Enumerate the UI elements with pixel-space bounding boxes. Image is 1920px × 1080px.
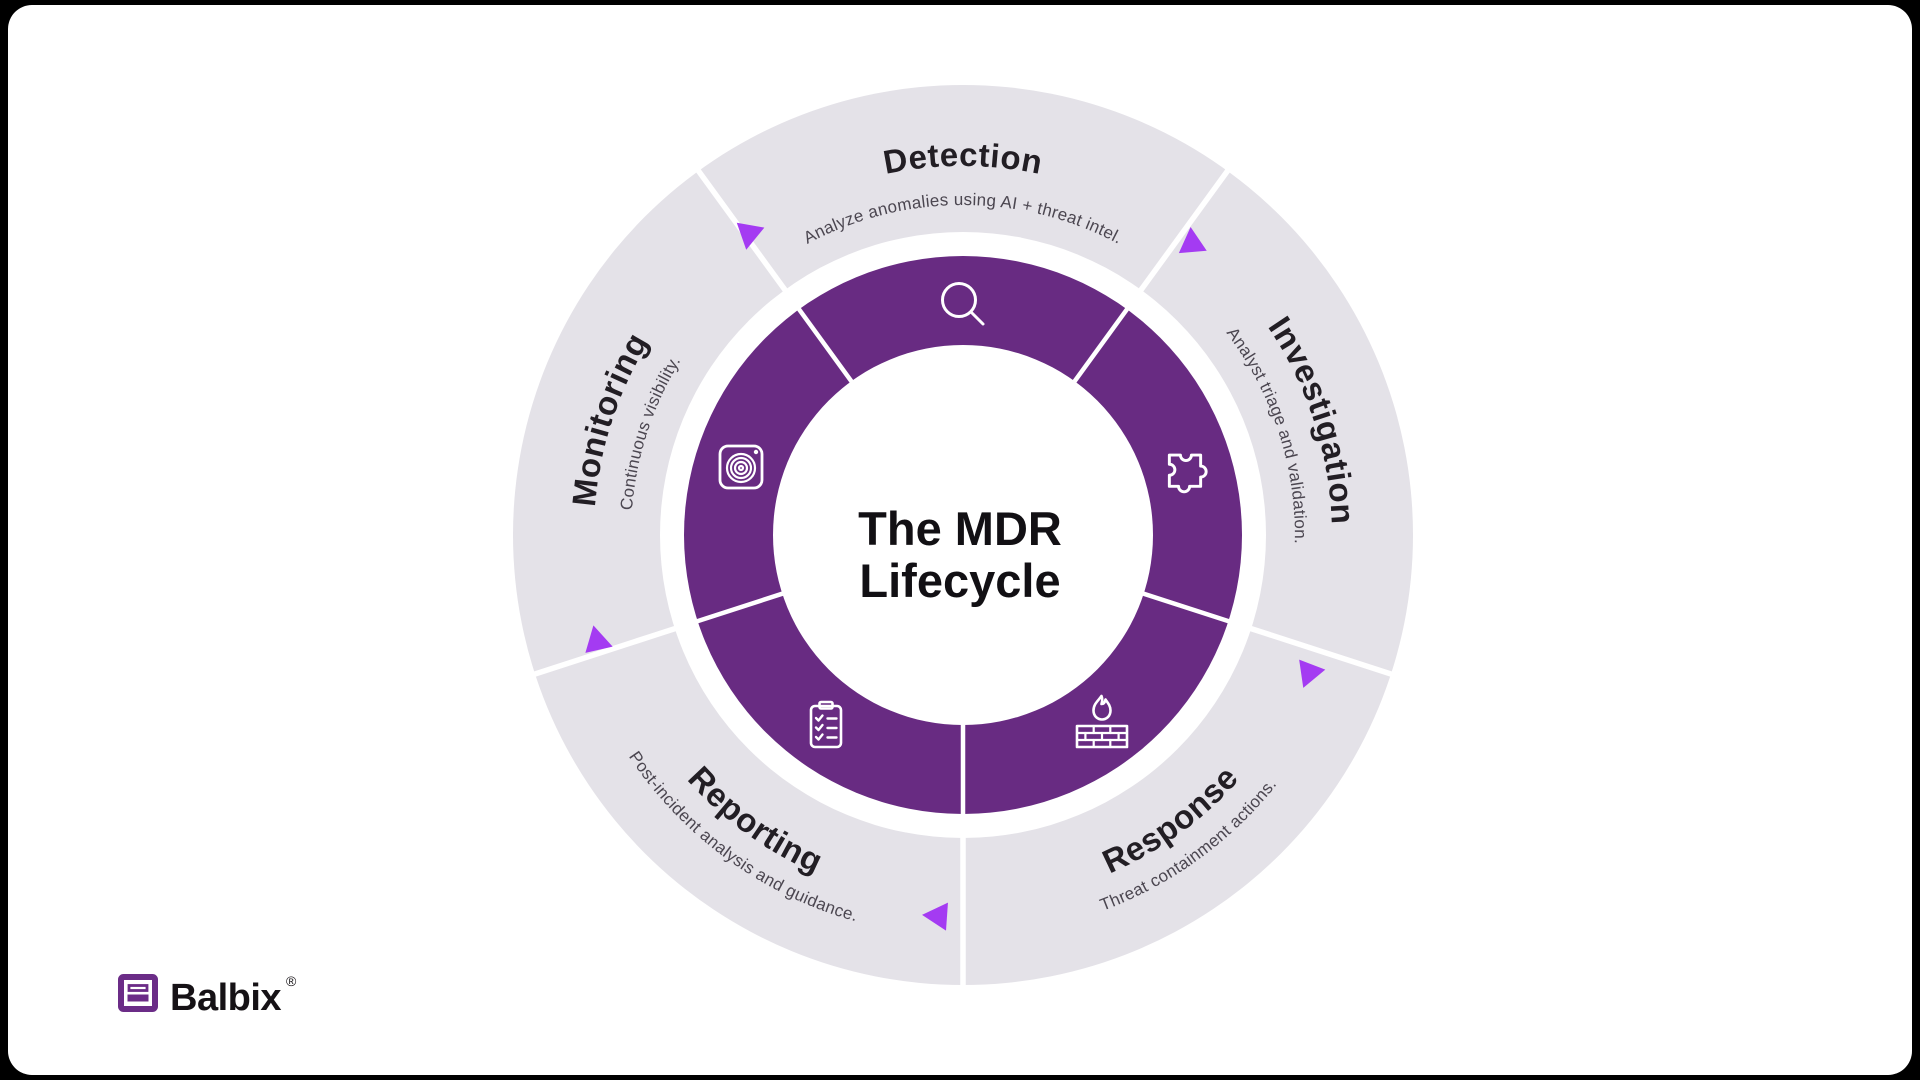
balbix-logo: Balbix ® bbox=[118, 973, 297, 1019]
balbix-logo-text: Balbix bbox=[170, 977, 281, 1019]
balbix-logo-mark bbox=[118, 974, 158, 1012]
segment-divider bbox=[794, 304, 857, 387]
clipboard-checklist-icon bbox=[809, 700, 843, 749]
flow-arrows bbox=[585, 222, 1326, 931]
inner-segment-dividers bbox=[693, 304, 1233, 818]
puzzle-piece-icon bbox=[1167, 453, 1208, 494]
flow-arrow bbox=[736, 222, 765, 250]
center-title-line1: The MDR bbox=[858, 502, 1062, 555]
segment-divider bbox=[1137, 164, 1234, 294]
flow-arrow bbox=[922, 902, 948, 931]
flow-arrow bbox=[585, 625, 613, 653]
center-circle bbox=[773, 345, 1153, 725]
registered-trademark-symbol: ® bbox=[286, 973, 297, 989]
center-title-line2: Lifecycle bbox=[859, 554, 1060, 607]
segment-divider bbox=[1247, 625, 1398, 679]
flow-arrow bbox=[1178, 227, 1207, 254]
segment-divider bbox=[528, 625, 679, 679]
magnifier-icon bbox=[941, 282, 985, 326]
firewall-flame-icon bbox=[1075, 694, 1129, 749]
radar-target-icon bbox=[718, 444, 764, 490]
flow-arrow bbox=[1299, 659, 1326, 688]
segment-divider bbox=[1138, 590, 1233, 625]
segment-divider bbox=[1069, 304, 1132, 387]
segment-divider bbox=[693, 590, 788, 625]
